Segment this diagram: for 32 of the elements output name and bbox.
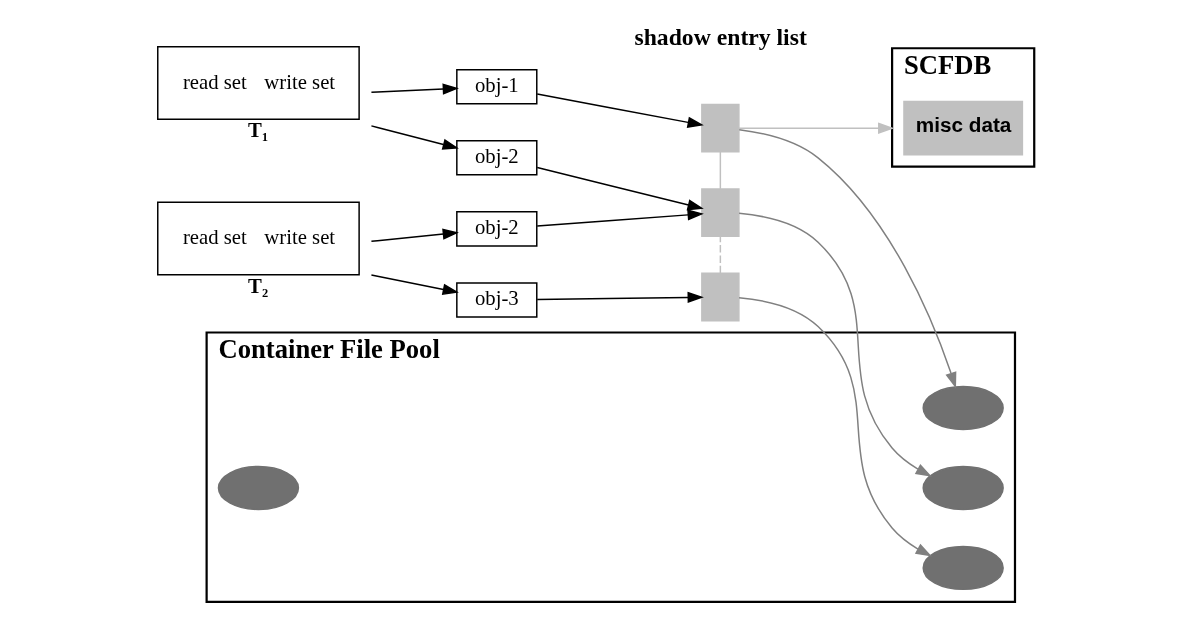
arrow	[536, 93, 704, 128]
arrow	[738, 212, 932, 477]
label: shadow entry list	[634, 23, 807, 50]
arrow	[536, 166, 704, 211]
node-box: read set write set	[157, 46, 360, 121]
node-box: obj-2	[456, 140, 538, 176]
arrow	[370, 125, 459, 150]
node-box: obj-3	[456, 282, 538, 318]
cluster: Container File Pool	[205, 331, 1017, 604]
arrow	[370, 228, 459, 243]
node-box	[701, 188, 740, 237]
node-box: obj-1	[456, 68, 538, 105]
node-label: T₁	[248, 119, 269, 142]
node-label: T₂	[248, 274, 269, 297]
connector	[719, 235, 722, 274]
arrow	[536, 291, 704, 304]
node-ellipse	[922, 465, 1004, 511]
node-ellipse	[217, 465, 300, 511]
connector	[719, 151, 722, 190]
arrow	[738, 297, 932, 557]
node-ellipse	[922, 545, 1004, 591]
node-box	[701, 272, 740, 322]
node-box: misc data	[903, 100, 1024, 156]
node-box: read set write set	[157, 201, 360, 276]
node-box: obj-2	[456, 211, 538, 247]
arrow	[370, 274, 459, 295]
arrow	[738, 122, 895, 134]
node-ellipse	[922, 385, 1004, 431]
arrow	[370, 83, 459, 95]
arrow	[536, 209, 704, 227]
arrow	[738, 128, 957, 389]
node-box	[701, 103, 740, 153]
